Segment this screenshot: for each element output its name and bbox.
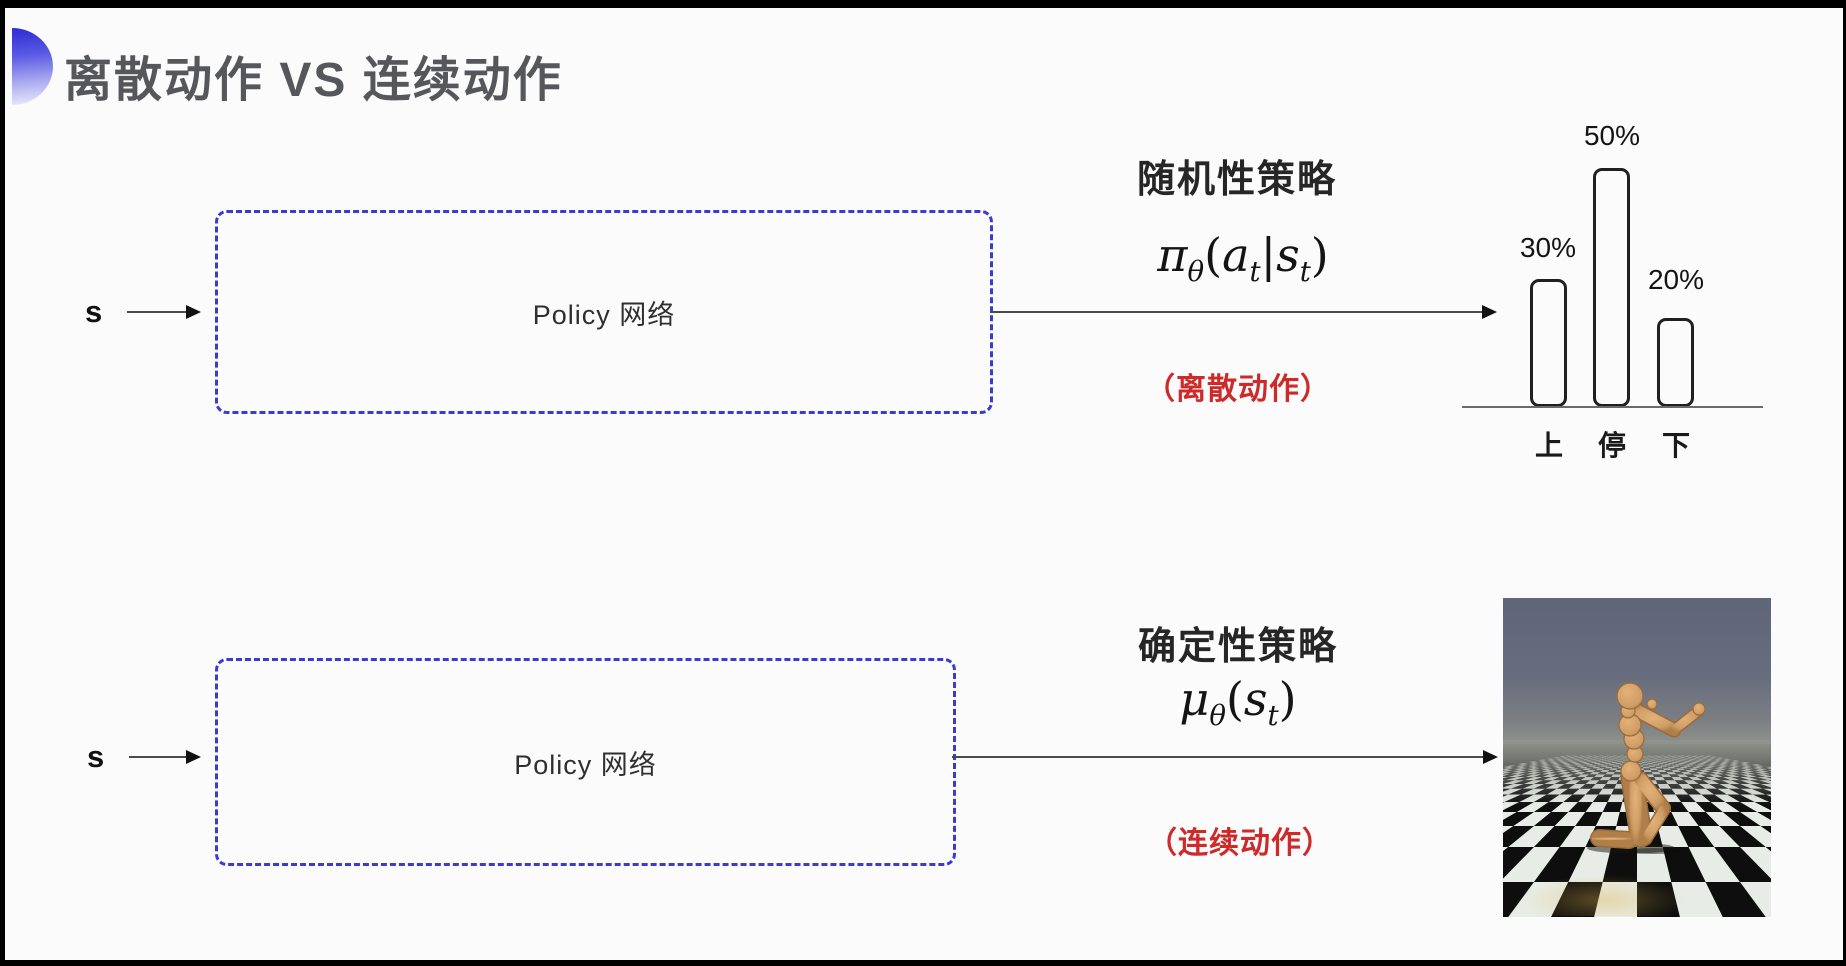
frame-edge xyxy=(0,0,1846,8)
discrete-action-label: （离散动作） xyxy=(1145,373,1331,406)
probability-bar-stop xyxy=(1593,168,1630,407)
rear-calf xyxy=(1641,805,1669,844)
stochastic-policy-title: 随机性策略 xyxy=(1136,159,1337,201)
humanoid-figure xyxy=(1587,682,1706,854)
rear-thigh xyxy=(1634,773,1670,815)
front-leg xyxy=(1622,768,1651,846)
policy-output-arrow-bottom xyxy=(952,750,1498,764)
policy-network-box-top: Policy 网络 xyxy=(215,210,993,414)
rear-foot xyxy=(1591,830,1637,848)
policy-network-label-top: Policy 网络 xyxy=(532,299,676,330)
chart-baseline xyxy=(1462,406,1763,408)
frame-edge xyxy=(1843,0,1846,966)
bar-category-label: 上 xyxy=(1534,430,1563,461)
probability-bar-down xyxy=(1657,318,1694,407)
policy-network-label-bottom: Policy 网络 xyxy=(514,749,657,780)
continuous-action-label: （连续动作） xyxy=(1147,827,1333,860)
policy-output-arrow-top xyxy=(990,305,1497,319)
state-arrow-top xyxy=(127,305,201,319)
deterministic-policy-title: 确定性策略 xyxy=(1137,626,1338,668)
title-bullet-icon xyxy=(12,28,53,105)
left-hand xyxy=(1646,698,1658,710)
humanoid-simulation-image xyxy=(1503,598,1771,917)
right-hand xyxy=(1692,702,1706,716)
deterministic-policy-formula: μθ(st) xyxy=(1179,672,1297,733)
frame-edge xyxy=(0,0,5,966)
bar-value-label: 50% xyxy=(1583,120,1641,151)
bar-value-label: 20% xyxy=(1647,264,1705,295)
upper-arm xyxy=(1632,705,1680,736)
state-arrow-bottom xyxy=(129,750,201,764)
bar-value-label: 30% xyxy=(1519,232,1577,263)
pelvis xyxy=(1620,760,1642,782)
state-input-label-top: s xyxy=(85,294,103,329)
state-input-label-bottom: s xyxy=(87,739,105,774)
frame-edge xyxy=(0,960,1846,966)
bar-category-label: 停 xyxy=(1597,430,1626,461)
action-probability-chart: 30% 50% 20% 上 停 下 xyxy=(1462,118,1763,461)
floor-reflection xyxy=(1523,876,1683,916)
probability-bar-up xyxy=(1530,279,1567,407)
bar-category-label: 下 xyxy=(1661,430,1690,461)
head xyxy=(1616,682,1644,710)
figure-shadow-streak xyxy=(1629,848,1681,854)
stochastic-policy-formula: πθ(at|st) xyxy=(1157,228,1329,289)
page-title: 离散动作 VS 连续动作 xyxy=(64,54,563,107)
forearm xyxy=(1669,707,1702,735)
policy-network-box-bottom: Policy 网络 xyxy=(215,658,956,866)
